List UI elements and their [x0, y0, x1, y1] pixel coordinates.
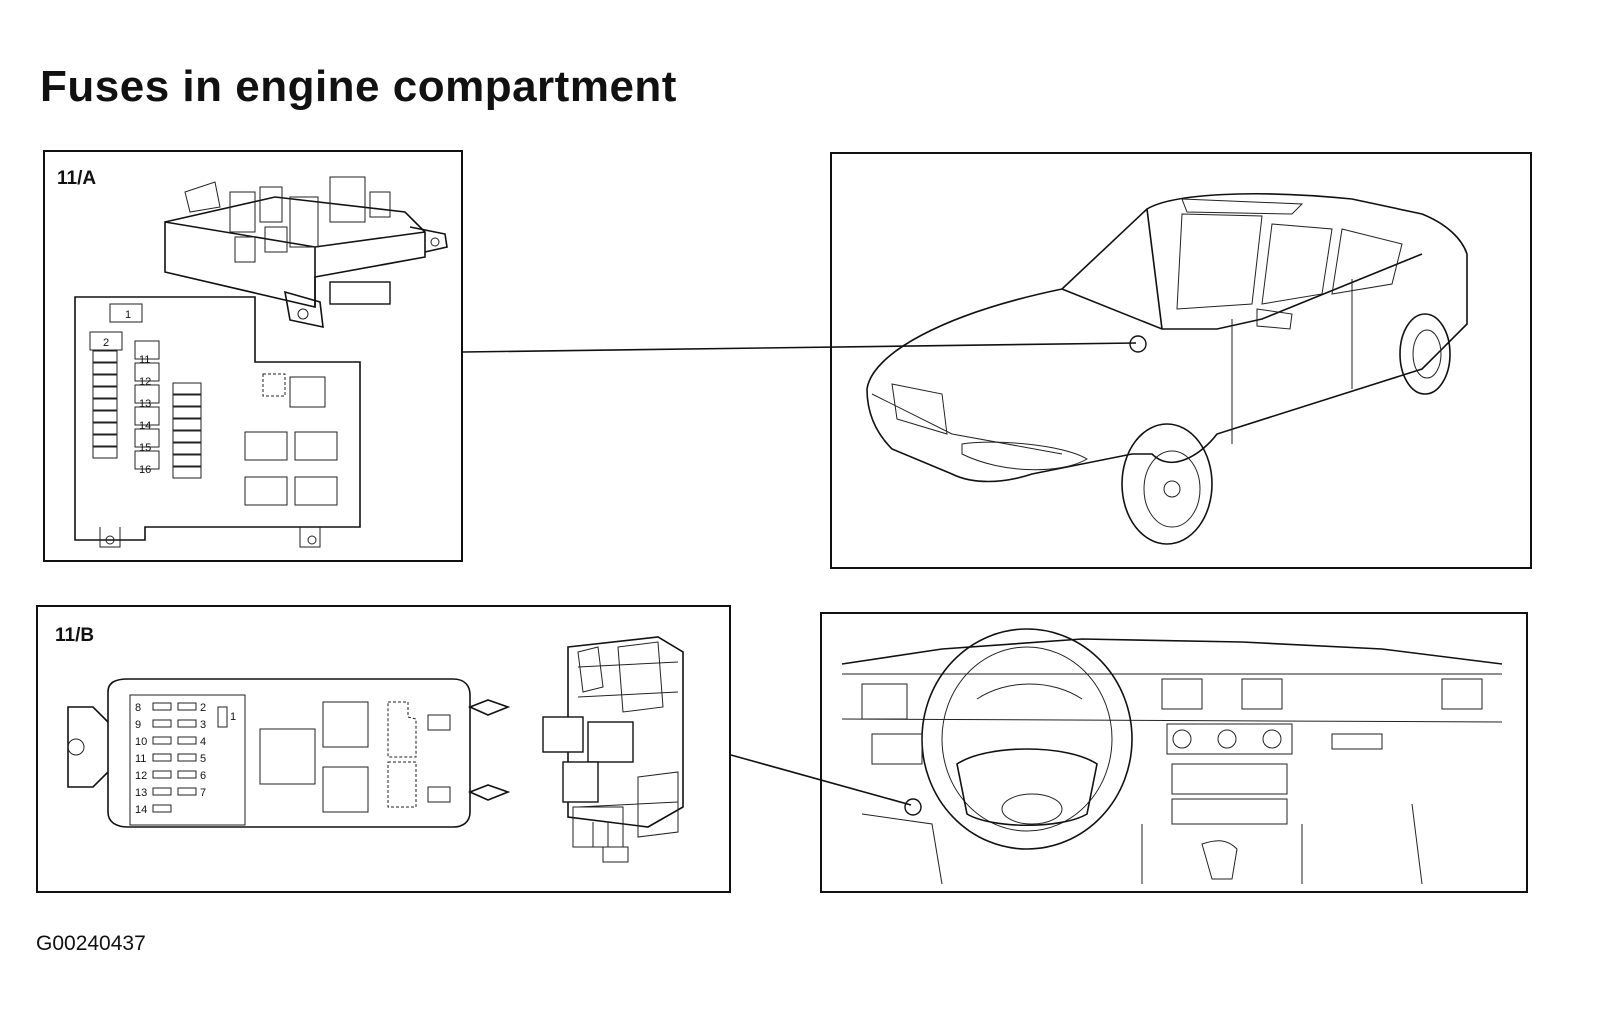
- dash-fuse-number: 9: [135, 719, 141, 731]
- engine-fuse-slot: [134, 450, 160, 470]
- dash-fuse-number: 14: [135, 804, 147, 816]
- panel-label-11b: 11/B: [55, 625, 95, 646]
- dash-fuse-number: 11: [135, 753, 146, 765]
- car-icon: [866, 193, 1468, 545]
- dash-fuse-slot: [152, 736, 172, 745]
- fuse-box-icon: [164, 176, 448, 329]
- engine-fuse-number: 11: [139, 354, 150, 366]
- dash-fuse-box-drawing: 8 2 9 3 10 4 11 5 12 6 13 7 14 1: [67, 636, 684, 863]
- dash-fuse-slot: [177, 770, 197, 779]
- dash-fuse-slot: [152, 719, 172, 728]
- engine-fuse-slot: [92, 434, 118, 447]
- engine-fuse-slot: [134, 406, 160, 426]
- engine-fuse-slot: [172, 382, 202, 395]
- engine-fuse-number: 2: [103, 337, 109, 349]
- dash-fuse-slot: [152, 770, 172, 779]
- dash-fuse-slot: [152, 753, 172, 762]
- dash-fuse-number: 5: [200, 753, 206, 765]
- engine-fuse-slot: [92, 446, 118, 459]
- dash-fuse-number: 13: [135, 787, 147, 799]
- dash-fuse-number: 7: [200, 787, 206, 799]
- engine-fuse-slot: [92, 410, 118, 423]
- engine-fuse-slot: [172, 418, 202, 431]
- engine-fuse-slot: [134, 362, 160, 382]
- engine-fuse-number: 16: [139, 464, 151, 476]
- dash-fuse-number: 1: [230, 711, 236, 723]
- dash-fuse-number: 2: [200, 702, 206, 714]
- engine-fuse-slot: [172, 454, 202, 467]
- engine-fuse-number: 14: [139, 420, 151, 432]
- engine-fuse-slot: [134, 384, 160, 404]
- dash-fuse-slot: [152, 804, 172, 813]
- panel-dash-fuse-box: 11/B 8 2 9 3 10 4 11 5 12 6 13 7 14 1: [36, 605, 731, 893]
- car-drawing: [866, 193, 1468, 545]
- engine-fuse-slot: [92, 374, 118, 387]
- engine-fuse-slot: [134, 428, 160, 448]
- dash-fuse-slot: [177, 719, 197, 728]
- dash-fuse-slot: [177, 753, 197, 762]
- engine-fuse-number: 1: [125, 309, 131, 321]
- dash-fuse-number: 12: [135, 770, 147, 782]
- dash-fuse-slot: [152, 787, 172, 796]
- dash-fuse-number: 6: [200, 770, 206, 782]
- engine-fuse-slot: [172, 430, 202, 443]
- dash-fuse-slot: [177, 736, 197, 745]
- dash-fuse-slot: [152, 702, 172, 711]
- engine-fuse-slot: [172, 466, 202, 479]
- panel-dashboard-location: [820, 612, 1528, 893]
- engine-fuse-slot: [92, 422, 118, 435]
- engine-fuse-slot: [172, 442, 202, 455]
- dashboard-drawing: [841, 628, 1503, 885]
- dashboard-icon: [841, 628, 1503, 885]
- engine-fuse-number: 12: [139, 376, 151, 388]
- relay-block-icon: [542, 636, 684, 863]
- engine-fuse-slot: [92, 350, 118, 363]
- panel-engine-fuse-box: 11/A: [43, 150, 463, 562]
- panel-label-11a: 11/A: [57, 168, 97, 189]
- engine-fuse-number: 15: [139, 442, 151, 454]
- engine-fuse-slot: [134, 340, 160, 360]
- dash-fuse-number: 8: [135, 702, 141, 714]
- dash-fuse-slot: [177, 787, 197, 796]
- dash-fuse-number: 4: [200, 736, 206, 748]
- panel-car-location: [830, 152, 1532, 569]
- engine-fuse-number: 13: [139, 398, 151, 410]
- figure-id: G00240437: [36, 932, 146, 955]
- dash-fuse-slot: [177, 702, 197, 711]
- page-title: Fuses in engine compartment: [40, 62, 677, 111]
- dash-fuse-layout: 8 2 9 3 10 4 11 5 12 6 13 7 14 1: [67, 678, 511, 828]
- dash-fuse-number: 3: [200, 719, 206, 731]
- engine-fuse-slot: [172, 394, 202, 407]
- engine-fuse-slot: [92, 386, 118, 399]
- engine-fuse-slot: [92, 398, 118, 411]
- engine-fuse-slot: [172, 406, 202, 419]
- dash-fuse-number: 10: [135, 736, 147, 748]
- engine-fuse-slot: [92, 362, 118, 375]
